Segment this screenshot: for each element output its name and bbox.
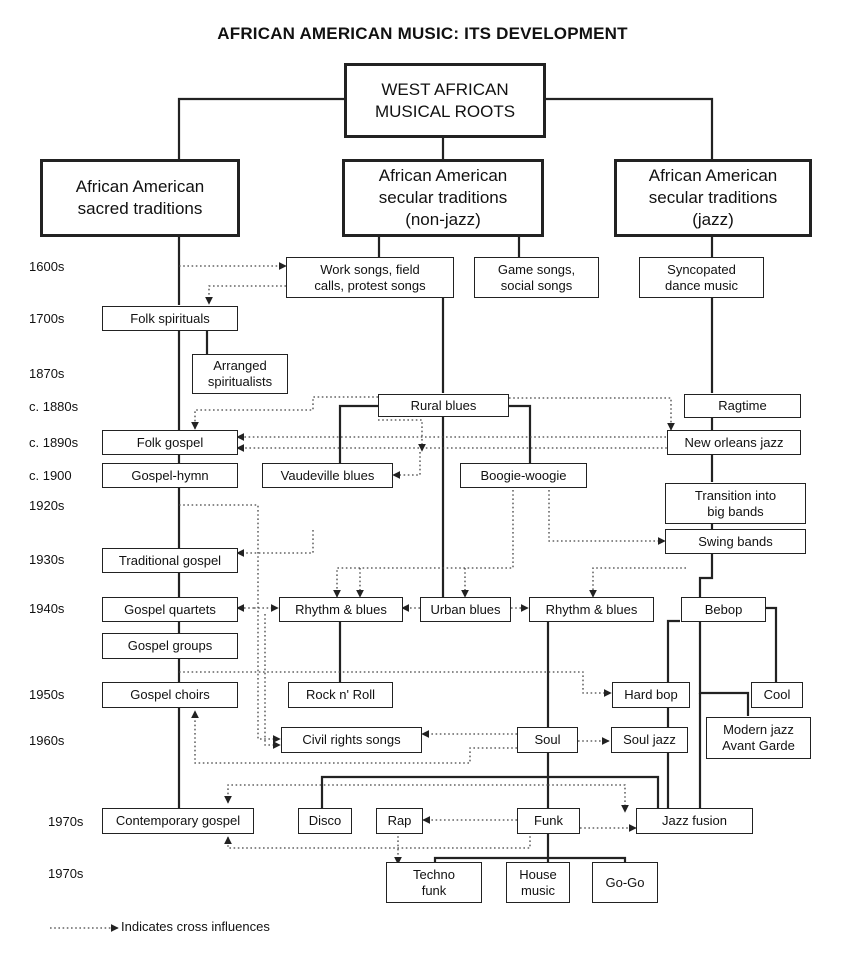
gospel-groups-box: Gospel groups bbox=[102, 633, 238, 659]
era-label: 1970s bbox=[48, 866, 84, 881]
go-go-box: Go-Go bbox=[592, 862, 658, 903]
disco-box: Disco bbox=[298, 808, 352, 834]
sacred-traditions-box: African American sacred traditions bbox=[40, 159, 240, 237]
arranged-spirituals-box: Arranged spiritualists bbox=[192, 354, 288, 394]
era-label: 1700s bbox=[29, 311, 65, 326]
modern-jazz-box: Modern jazz Avant Garde bbox=[706, 717, 811, 759]
era-label: 1950s bbox=[29, 687, 65, 702]
lineage-lines bbox=[177, 97, 778, 862]
legend-label: Indicates cross influences bbox=[121, 919, 270, 934]
techno-funk-box: Techno funk bbox=[386, 862, 482, 903]
era-label: 1970s bbox=[48, 814, 84, 829]
era-label: 1930s bbox=[29, 552, 65, 567]
work-songs-box: Work songs, field calls, protest songs bbox=[286, 257, 454, 298]
boogie-woogie-box: Boogie-woogie bbox=[460, 463, 587, 488]
west-african-roots-box: WEST AFRICAN MUSICAL ROOTS bbox=[344, 63, 546, 138]
era-label: 1960s bbox=[29, 733, 65, 748]
gospel-hymn-box: Gospel-hymn bbox=[102, 463, 238, 488]
bebop-box: Bebop bbox=[681, 597, 766, 622]
cross-influence-lines bbox=[50, 262, 686, 932]
diagram-title: AFRICAN AMERICAN MUSIC: ITS DEVELOPMENT bbox=[217, 24, 628, 43]
secular-jazz-box: African American secular traditions (jaz… bbox=[614, 159, 812, 237]
soul-box: Soul bbox=[517, 727, 578, 753]
game-songs-box: Game songs, social songs bbox=[474, 257, 599, 298]
rural-blues-box: Rural blues bbox=[378, 394, 509, 417]
rhythm-blues-right-box: Rhythm & blues bbox=[529, 597, 654, 622]
era-label: c. 1880s bbox=[29, 399, 79, 414]
era-label: 1920s bbox=[29, 498, 65, 513]
new-orleans-jazz-box: New orleans jazz bbox=[667, 430, 801, 455]
era-label: 1600s bbox=[29, 259, 65, 274]
gospel-quartets-box: Gospel quartets bbox=[102, 597, 238, 622]
contemporary-gospel-box: Contemporary gospel bbox=[102, 808, 254, 834]
civil-rights-songs-box: Civil rights songs bbox=[281, 727, 422, 753]
traditional-gospel-box: Traditional gospel bbox=[102, 548, 238, 573]
ragtime-box: Ragtime bbox=[684, 394, 801, 418]
big-bands-box: Transition into big bands bbox=[665, 483, 806, 524]
secular-nonjazz-box: African American secular traditions (non… bbox=[342, 159, 544, 237]
funk-box: Funk bbox=[517, 808, 580, 834]
era-label: c. 1900 bbox=[29, 468, 72, 483]
syncopated-dance-box: Syncopated dance music bbox=[639, 257, 764, 298]
vaudeville-blues-box: Vaudeville blues bbox=[262, 463, 393, 488]
era-label: 1870s bbox=[29, 366, 65, 381]
cool-box: Cool bbox=[751, 682, 803, 708]
house-music-box: House music bbox=[506, 862, 570, 903]
gospel-choirs-box: Gospel choirs bbox=[102, 682, 238, 708]
hard-bop-box: Hard bop bbox=[612, 682, 690, 708]
folk-gospel-box: Folk gospel bbox=[102, 430, 238, 455]
era-label: c. 1890s bbox=[29, 435, 79, 450]
swing-bands-box: Swing bands bbox=[665, 529, 806, 554]
rap-box: Rap bbox=[376, 808, 423, 834]
jazz-fusion-box: Jazz fusion bbox=[636, 808, 753, 834]
folk-spirituals-box: Folk spirituals bbox=[102, 306, 238, 331]
era-label: 1940s bbox=[29, 601, 65, 616]
soul-jazz-box: Soul jazz bbox=[611, 727, 688, 753]
rhythm-blues-left-box: Rhythm & blues bbox=[279, 597, 403, 622]
rock-n-roll-box: Rock n' Roll bbox=[288, 682, 393, 708]
urban-blues-box: Urban blues bbox=[420, 597, 511, 622]
